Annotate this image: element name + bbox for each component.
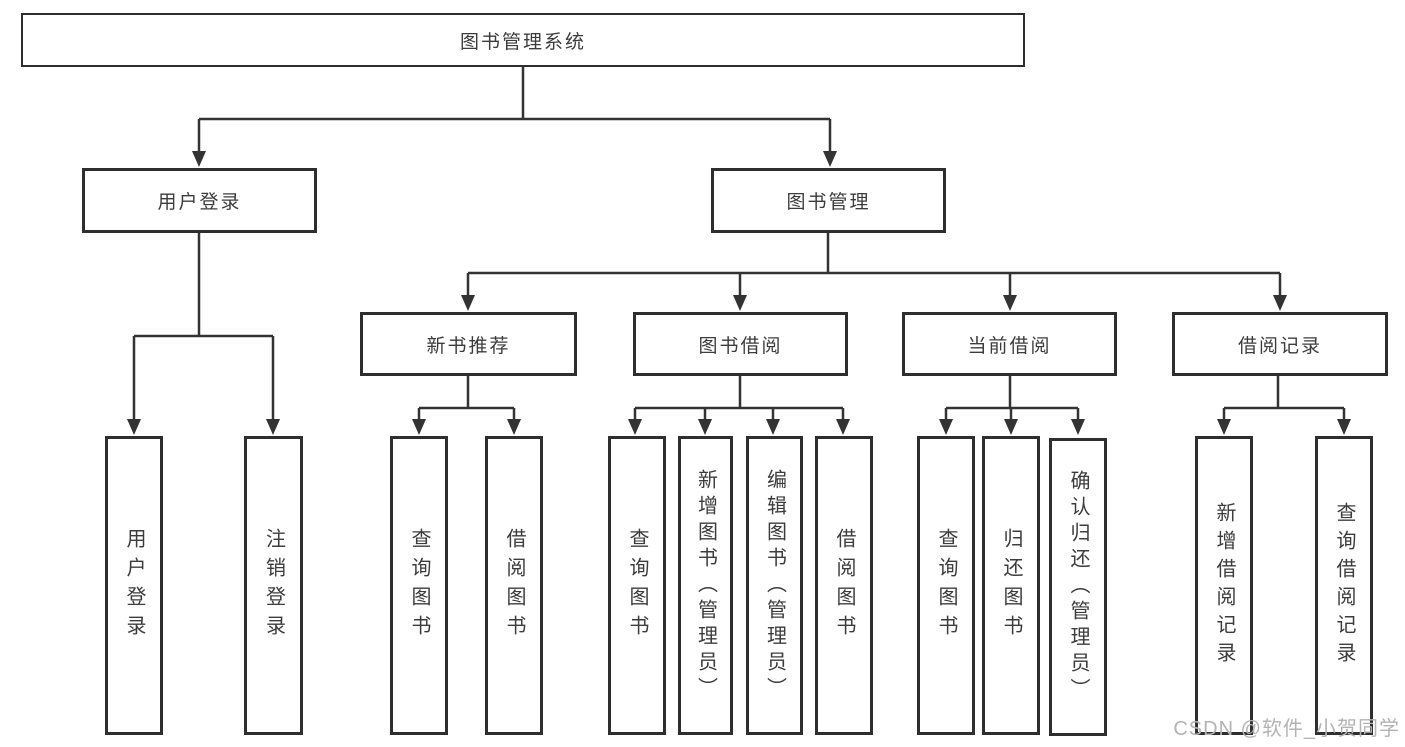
node-borrow-records-label: 借阅记录 bbox=[1237, 335, 1322, 357]
node-book-management-label: 图书管理 bbox=[786, 192, 871, 213]
csdn-watermark: CSDN @软件_小贺同学 bbox=[1173, 718, 1400, 740]
leaf-recommend-borrow-books: 借阅图书 bbox=[485, 436, 543, 735]
leaf-borrow-add-books-admin-label: 新增图书（管理员） bbox=[694, 468, 717, 703]
leaf-borrow-query-books-label: 查询图书 bbox=[626, 527, 648, 644]
node-user-login: 用户登录 bbox=[82, 168, 317, 233]
leaf-current-confirm-return-admin: 确认归还（管理员） bbox=[1049, 438, 1107, 736]
leaf-current-query-books-label: 查询图书 bbox=[935, 527, 957, 644]
leaf-current-return-books: 归还图书 bbox=[982, 436, 1040, 735]
leaf-records-add-record-label: 新增借阅记录 bbox=[1213, 501, 1235, 670]
leaf-user-login-label: 用户登录 bbox=[123, 527, 145, 644]
leaf-records-query-record-label: 查询借阅记录 bbox=[1333, 501, 1355, 670]
leaf-current-confirm-return-admin-label: 确认归还（管理员） bbox=[1067, 470, 1089, 704]
node-user-login-label: 用户登录 bbox=[157, 192, 242, 213]
node-book-management: 图书管理 bbox=[711, 168, 946, 233]
node-book-borrow: 图书借阅 bbox=[633, 312, 848, 376]
leaf-borrow-edit-books-admin: 编辑图书（管理员） bbox=[746, 436, 803, 735]
node-borrow-records: 借阅记录 bbox=[1172, 312, 1388, 376]
leaf-recommend-query-books: 查询图书 bbox=[390, 436, 448, 735]
leaf-borrow-borrow-books-label: 借阅图书 bbox=[833, 527, 855, 644]
node-new-book-recommend: 新书推荐 bbox=[360, 312, 577, 376]
leaf-recommend-query-books-label: 查询图书 bbox=[408, 527, 430, 644]
leaf-borrow-add-books-admin: 新增图书（管理员） bbox=[678, 436, 733, 735]
leaf-borrow-edit-books-admin-label: 编辑图书（管理员） bbox=[763, 468, 786, 703]
arrowhead-icons bbox=[127, 151, 1351, 435]
leaf-logout: 注销登录 bbox=[244, 436, 303, 735]
leaf-current-query-books: 查询图书 bbox=[917, 436, 975, 735]
leaf-current-return-books-label: 归还图书 bbox=[1000, 527, 1022, 644]
node-current-borrow-label: 当前借阅 bbox=[967, 335, 1052, 357]
leaf-records-query-record: 查询借阅记录 bbox=[1315, 436, 1373, 735]
leaf-borrow-query-books: 查询图书 bbox=[608, 436, 666, 735]
leaf-borrow-borrow-books: 借阅图书 bbox=[815, 436, 873, 735]
node-current-borrow: 当前借阅 bbox=[902, 312, 1117, 376]
node-new-book-recommend-label: 新书推荐 bbox=[426, 335, 511, 357]
leaf-recommend-borrow-books-label: 借阅图书 bbox=[503, 527, 525, 644]
node-root-system: 图书管理系统 bbox=[21, 13, 1025, 67]
node-book-borrow-label: 图书借阅 bbox=[698, 335, 783, 357]
leaf-records-add-record: 新增借阅记录 bbox=[1195, 436, 1253, 735]
leaf-user-login: 用户登录 bbox=[105, 436, 163, 735]
node-root-label: 图书管理系统 bbox=[459, 31, 586, 53]
leaf-logout-label: 注销登录 bbox=[262, 527, 285, 644]
